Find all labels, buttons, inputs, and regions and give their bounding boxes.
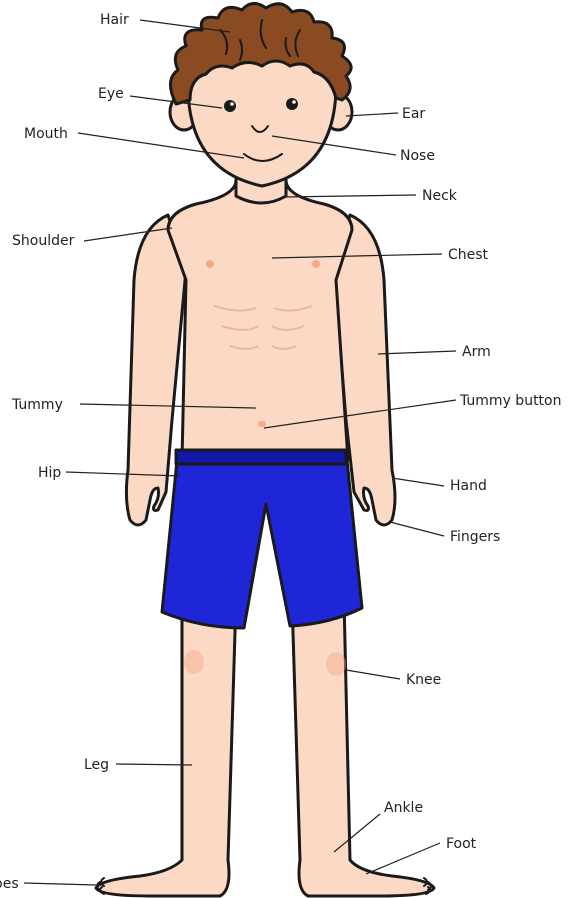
label-mouth: Mouth <box>24 126 68 142</box>
toes-leader <box>24 883 96 885</box>
label-hip: Hip <box>38 465 61 481</box>
label-ear: Ear <box>402 106 425 122</box>
left-eye <box>224 100 236 112</box>
left-leg <box>96 600 236 896</box>
right-knee-mark <box>326 652 346 676</box>
label-leg: Leg <box>84 757 109 773</box>
label-toes: Toes <box>0 876 19 892</box>
shorts <box>162 450 362 628</box>
child-figure <box>96 3 434 896</box>
shorts-waistband <box>176 450 346 464</box>
label-tummy-button: Tummy button <box>459 393 562 409</box>
fingers-leader <box>390 522 444 536</box>
label-neck: Neck <box>422 188 458 204</box>
foot-leader <box>366 843 440 874</box>
belly-button <box>258 421 266 427</box>
ear-leader <box>346 113 398 116</box>
label-chest: Chest <box>448 247 489 263</box>
right-eye-shine <box>292 100 296 104</box>
label-tummy: Tummy <box>11 397 63 413</box>
label-arm: Arm <box>462 344 491 360</box>
label-fingers: Fingers <box>450 529 500 545</box>
label-ankle: Ankle <box>384 800 423 816</box>
label-foot: Foot <box>446 836 477 852</box>
left-knee-mark <box>184 650 204 674</box>
left-nipple <box>206 260 214 268</box>
right-nipple <box>312 260 320 268</box>
label-eye: Eye <box>98 86 124 102</box>
hand-leader <box>392 478 444 486</box>
arm-leader <box>378 351 456 354</box>
left-eye-shine <box>230 102 234 106</box>
neck-leader <box>284 195 416 197</box>
right-eye <box>286 98 298 110</box>
label-nose: Nose <box>400 148 435 164</box>
label-hand: Hand <box>450 478 487 494</box>
torso <box>168 180 352 460</box>
knee-leader <box>346 670 400 679</box>
label-shoulder: Shoulder <box>12 233 75 249</box>
label-knee: Knee <box>406 672 441 688</box>
label-hair: Hair <box>100 12 129 28</box>
right-leg <box>292 600 434 896</box>
